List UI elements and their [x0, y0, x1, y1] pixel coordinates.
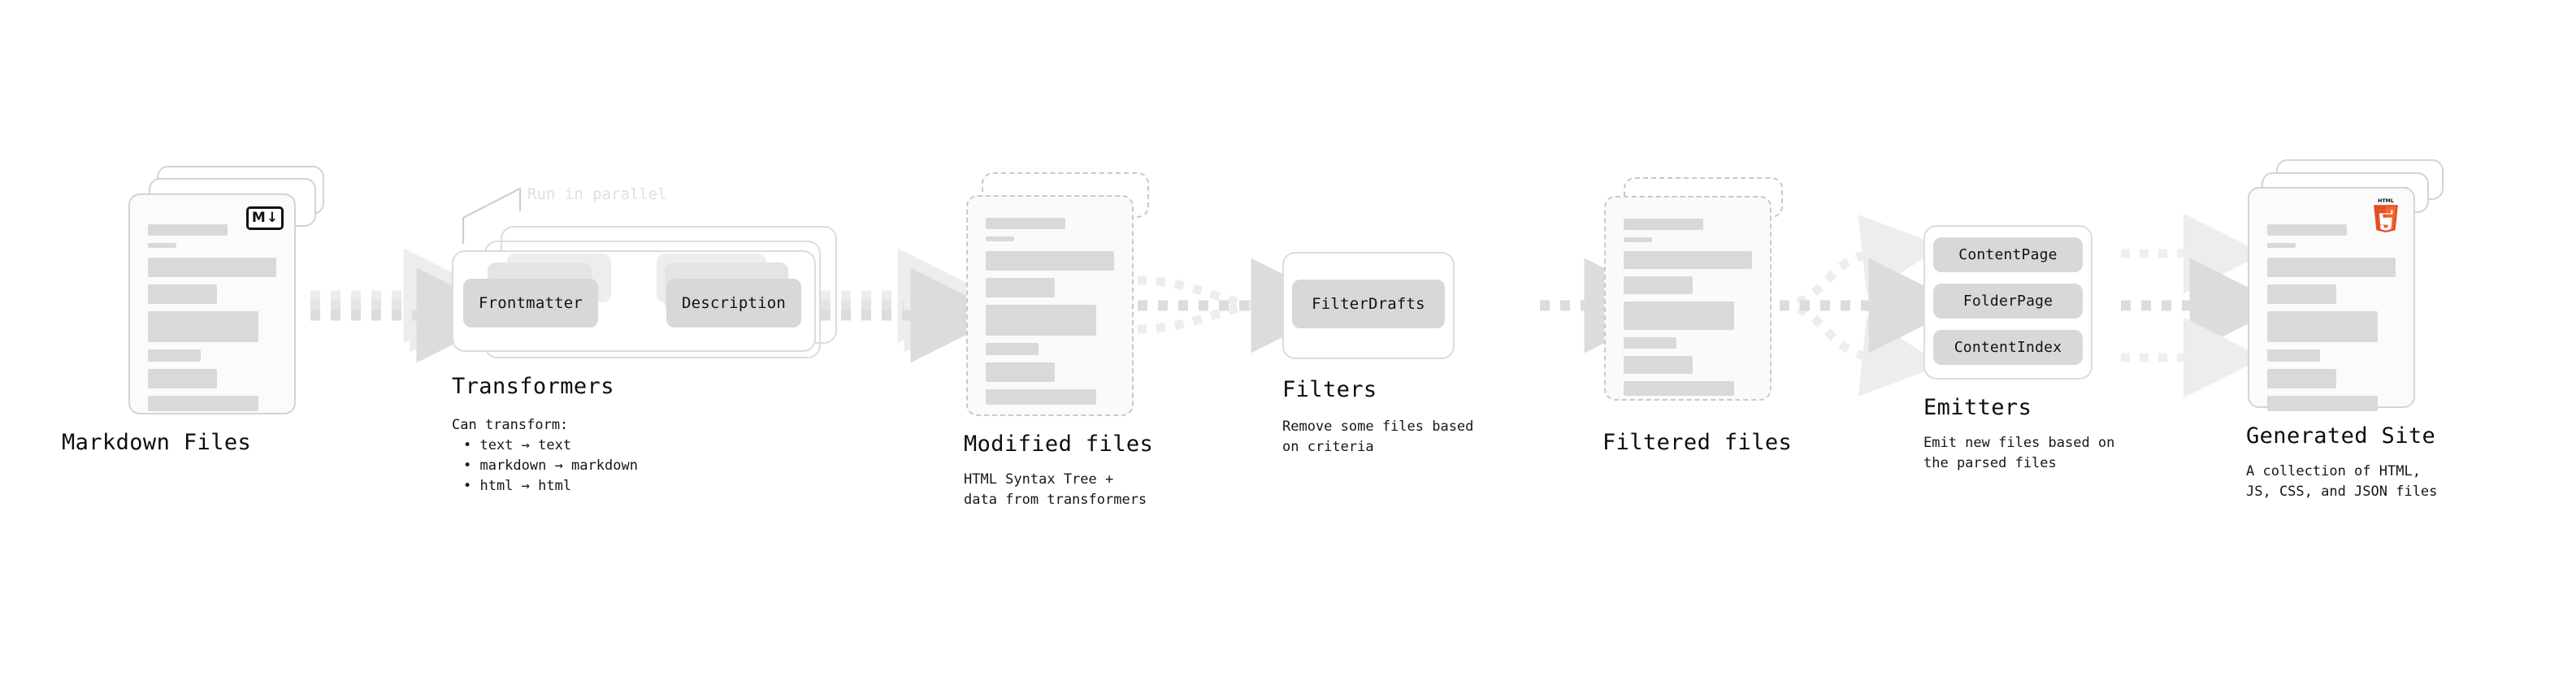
arrow-emitters-to-site [2121, 213, 2285, 398]
modified-file-card-front [966, 195, 1134, 416]
transformers-bullet-0: • text → text [463, 437, 572, 453]
filtered-file-content [1624, 219, 1752, 403]
markdown-files-title: Markdown Files [62, 430, 252, 455]
markdown-file-card-front: M↓ [128, 193, 296, 414]
markdown-icon-arrow: ↓ [266, 210, 279, 226]
markdown-file-content [148, 224, 276, 419]
transformer-chip-frontmatter[interactable]: Frontmatter [463, 279, 598, 327]
markdown-icon: M↓ [246, 206, 284, 230]
arrow-modified-to-filters [1137, 258, 1347, 354]
modified-file-content [986, 218, 1114, 412]
filters-title: Filters [1282, 377, 1377, 402]
arrow-filtered-to-emitters [1779, 215, 1964, 397]
filters-caption: Remove some files based on criteria [1282, 419, 1474, 455]
generated-site-caption: A collection of HTML, JS, CSS, and JSON … [2246, 463, 2438, 500]
filtered-files-title: Filtered files [1602, 430, 1793, 455]
modified-files-caption: HTML Syntax Tree + data from transformer… [964, 471, 1147, 508]
transformers-bullets: • text → text • markdown → markdown • ht… [463, 436, 638, 497]
emitters-chip-contentindex[interactable]: ContentIndex [1933, 330, 2083, 365]
svg-text:HTML: HTML [2378, 198, 2394, 204]
transformers-bullet-1: • markdown → markdown [463, 458, 638, 474]
emitters-title: Emitters [1923, 395, 2032, 420]
arrow-markdown-to-transformers [310, 248, 512, 363]
emitters-caption: Emit new files based on the parsed files [1923, 435, 2115, 471]
generated-site-card-html: HTML [2248, 187, 2415, 411]
emitters-chip-contentpage[interactable]: ContentPage [1933, 237, 2083, 272]
emitters-chip-folderpage[interactable]: FolderPage [1933, 284, 2083, 319]
html5-icon: HTML [2370, 197, 2402, 232]
modified-files-title: Modified files [964, 432, 1154, 457]
transformer-chip-description[interactable]: Description [666, 279, 801, 327]
filtered-file-card-front [1604, 196, 1772, 401]
run-in-parallel-label: Run in parallel [527, 185, 667, 203]
generated-site-content [2267, 224, 2396, 419]
transformers-bullet-2: • html → html [463, 478, 572, 494]
generated-site-title: Generated Site [2246, 423, 2436, 449]
markdown-icon-letter: M [251, 210, 266, 226]
transformers-title: Transformers [452, 374, 614, 399]
filters-chip-filterdrafts[interactable]: FilterDrafts [1292, 280, 1445, 328]
transformers-caption: Can transform: [452, 417, 569, 433]
